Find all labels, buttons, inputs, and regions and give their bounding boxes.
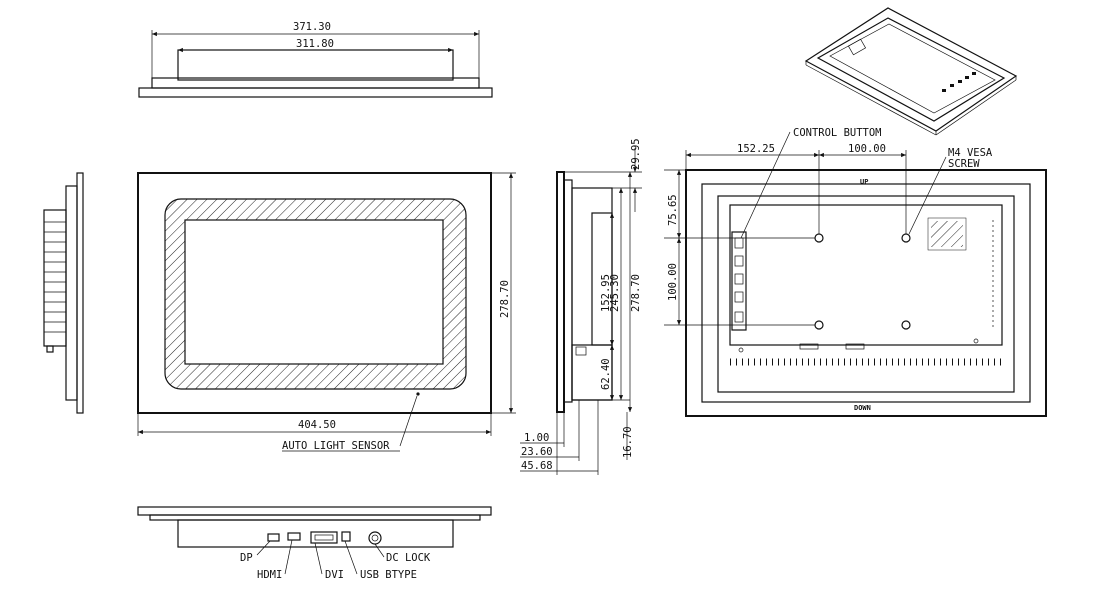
right-side-view: 29.95 152.95 245.30 278.70 62.40 16.70 1… xyxy=(520,138,642,475)
label-dp: DP xyxy=(240,552,253,564)
vesa-screw-4 xyxy=(901,320,911,330)
back-view: UP DOWN 152.25 100.00 75.65 100.00 CONTR… xyxy=(664,127,1047,417)
label-m4-vesa: M4 VESA xyxy=(948,147,993,159)
left-side-view xyxy=(43,172,84,414)
label-up: UP xyxy=(860,178,868,186)
dim-front-height: 278.70 xyxy=(499,280,511,318)
dim-back-75: 75.65 xyxy=(667,194,679,226)
dim-front-width: 404.50 xyxy=(298,419,336,431)
dim-top-inner: 311.80 xyxy=(296,38,334,50)
label-control-button: CONTROL BUTTOM xyxy=(793,127,882,139)
top-view: 371.30 311.80 xyxy=(138,21,493,98)
dim-side-45: 45.68 xyxy=(521,460,553,472)
dim-side-top: 29.95 xyxy=(630,138,642,170)
port-dvi xyxy=(310,531,338,544)
dim-side-62: 62.40 xyxy=(600,358,612,390)
vesa-screw-2 xyxy=(901,233,911,243)
dim-back-100h: 100.00 xyxy=(848,143,886,155)
dim-top-outer: 371.30 xyxy=(293,21,331,33)
label-hdmi: HDMI xyxy=(257,569,282,581)
dim-side-152: 152.95 xyxy=(600,274,612,312)
label-dc-lock: DC LOCK xyxy=(386,552,431,564)
vesa-screw-3 xyxy=(814,320,824,330)
label-down: DOWN xyxy=(854,404,871,412)
label-usb-btype: USB BTYPE xyxy=(360,569,417,581)
label-m4-vesa-screw: SCREW xyxy=(948,158,980,170)
dim-side-278: 278.70 xyxy=(630,274,642,312)
light-sensor-dot xyxy=(416,392,420,396)
dim-side-245: 245.30 xyxy=(609,274,621,312)
dim-back-152: 152.25 xyxy=(737,143,775,155)
dim-side-23: 23.60 xyxy=(521,446,553,458)
bottom-view: DP HDMI DVI USB BTYPE DC LOCK xyxy=(137,506,492,581)
port-hdmi xyxy=(287,532,301,541)
label-dvi: DVI xyxy=(325,569,344,581)
vent-grid xyxy=(927,217,967,251)
port-dc xyxy=(368,531,382,545)
label-auto-light-sensor: AUTO LIGHT SENSOR xyxy=(282,440,390,452)
port-dp xyxy=(267,533,280,542)
port-usb xyxy=(341,531,351,542)
dim-side-1: 1.00 xyxy=(524,432,549,444)
dim-back-100v: 100.00 xyxy=(667,263,679,301)
dim-side-16: 16.70 xyxy=(622,426,634,458)
vesa-screw-1 xyxy=(814,233,824,243)
front-view: 404.50 278.70 AUTO LIGHT SENSOR xyxy=(137,172,516,452)
isometric-view xyxy=(804,7,1018,136)
